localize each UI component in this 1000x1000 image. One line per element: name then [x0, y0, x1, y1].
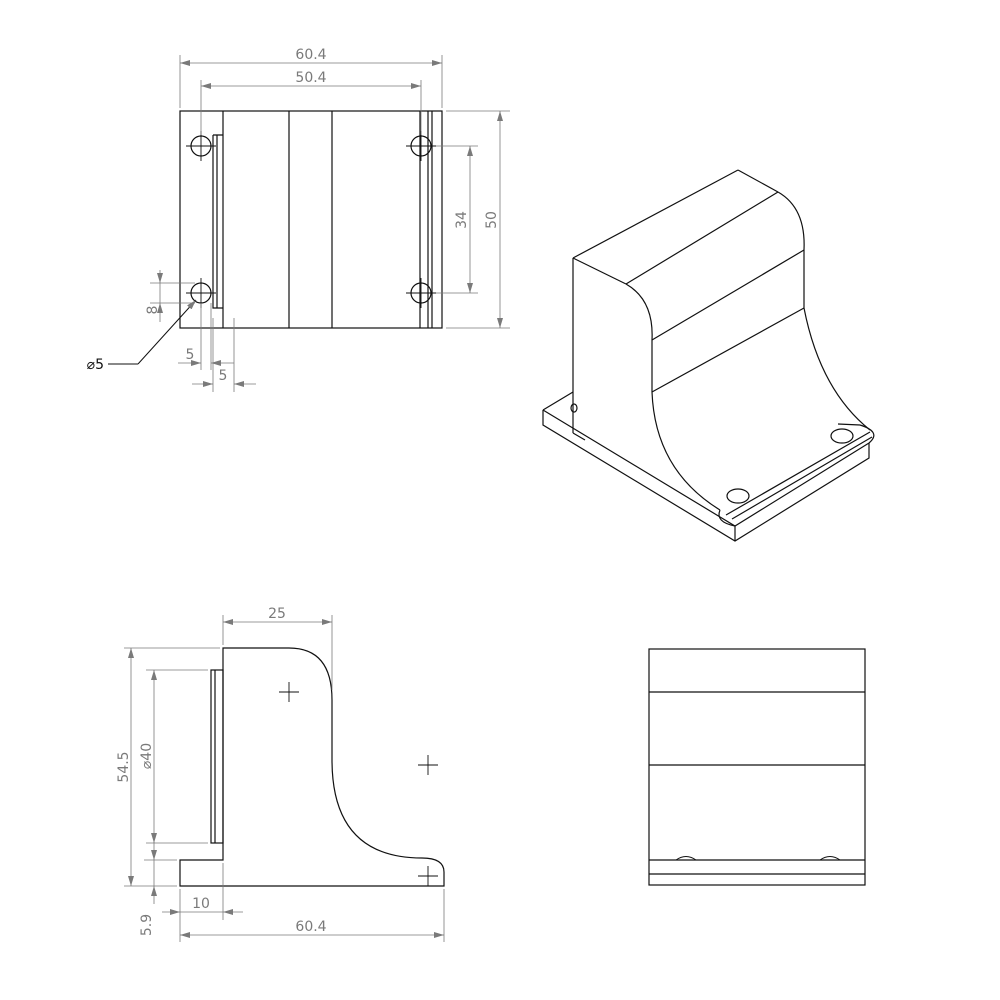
- dim-text: 54.5: [116, 751, 132, 782]
- iso-base-fillet: [718, 509, 736, 527]
- front-view-hole-marks: [675, 856, 841, 861]
- dim-height: 50: [446, 110, 510, 329]
- side-view: 25 54.5 ⌀40 5.9: [116, 606, 445, 942]
- dim-text: ⌀40: [139, 743, 155, 769]
- dim-text: 8: [145, 306, 161, 315]
- iso-hole: [830, 428, 854, 444]
- top-view-slot: [212, 134, 223, 309]
- hole-centerlines: [186, 131, 436, 308]
- dim-bore-diameter: ⌀40: [139, 669, 208, 844]
- dim-top-width: 25: [222, 606, 333, 690]
- iso-top-right-edge: [737, 169, 779, 193]
- dim-base-thickness: 5.9: [139, 842, 177, 936]
- dim-text: 5: [186, 347, 195, 363]
- dim-hole-offset-x: 5: [178, 303, 234, 370]
- side-view-profile: [179, 647, 445, 887]
- iso-band-line: [651, 249, 805, 341]
- front-view: [648, 648, 866, 886]
- iso-concave-back: [803, 250, 871, 431]
- isometric-view: [542, 169, 875, 542]
- iso-top-front-edge: [572, 257, 627, 285]
- dim-text: 50.4: [295, 70, 326, 86]
- dim-text: 5.9: [139, 914, 155, 936]
- side-view-bore-face: [210, 669, 224, 844]
- top-view-outline: [179, 110, 443, 329]
- dim-text: 5: [219, 368, 228, 384]
- iso-block-side: [572, 432, 586, 441]
- iso-base-edge: [542, 391, 574, 411]
- dim-text: 60.4: [295, 47, 326, 63]
- dim-text: 50: [484, 211, 500, 229]
- iso-base-fillet: [837, 423, 875, 444]
- dim-overall-width: 60.4: [179, 47, 443, 108]
- iso-slot-line: [725, 431, 873, 520]
- iso-front-curve: [625, 283, 653, 341]
- iso-base-front: [542, 410, 870, 542]
- dim-hole-diameter: ⌀5: [87, 299, 197, 373]
- dim-inner-width: 50.4: [200, 70, 422, 135]
- dim-slot-offset-x: 5: [192, 318, 256, 392]
- center-marks: [279, 682, 438, 886]
- dim-text: 10: [192, 896, 210, 912]
- dim-text: 60.4: [295, 919, 326, 935]
- iso-concave-front: [651, 340, 721, 511]
- front-view-outline: [648, 648, 866, 886]
- dim-text: 25: [268, 606, 286, 622]
- iso-hole: [726, 488, 750, 504]
- mounting-holes: [186, 131, 436, 308]
- iso-top-back-edge: [572, 169, 739, 259]
- dim-total-height: 54.5: [116, 647, 220, 887]
- dim-flange-width: 10: [162, 863, 243, 920]
- iso-band-line: [625, 191, 779, 285]
- iso-hole: [570, 403, 578, 413]
- dim-text: 34: [454, 211, 470, 229]
- iso-right-curve: [777, 191, 805, 251]
- iso-band-line: [651, 307, 805, 393]
- dim-text: ⌀5: [87, 357, 104, 373]
- dim-hole-spacing: 34: [436, 145, 478, 294]
- top-view: 60.4 50.4 50 34 8: [87, 47, 510, 392]
- dim-hole-offset-y: 8: [145, 270, 195, 322]
- dim-overall-width-side: 60.4: [179, 889, 445, 942]
